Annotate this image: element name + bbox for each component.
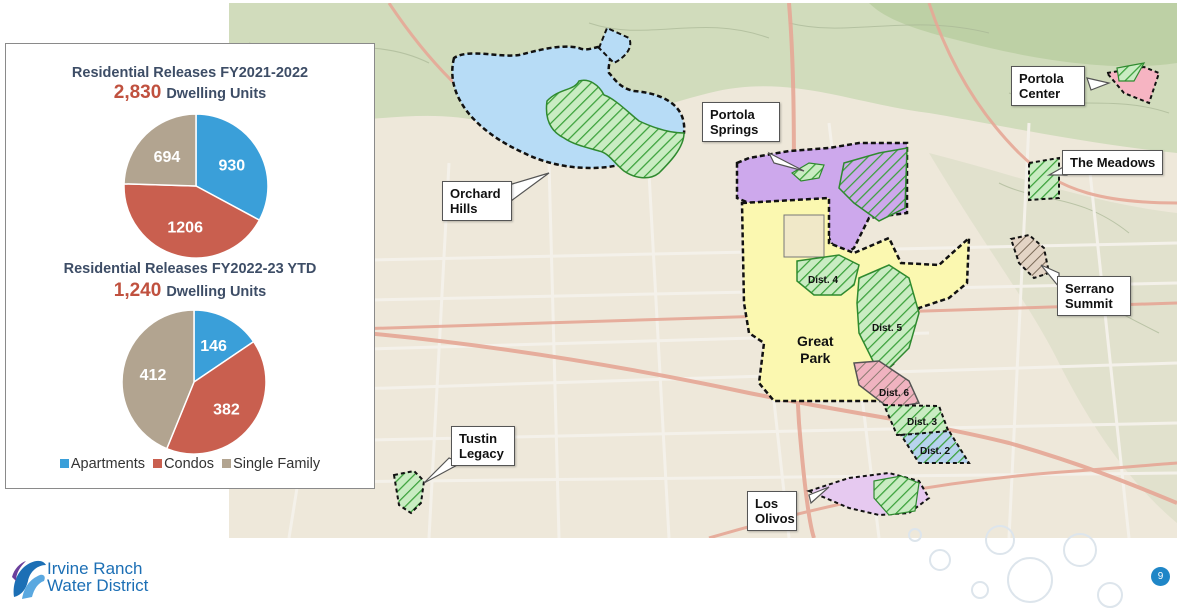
chart2-total-label: Dwelling Units xyxy=(166,284,267,300)
legend-swatch-apartments xyxy=(59,459,69,468)
pie2-label-condos: 382 xyxy=(213,401,240,418)
pie2-label-single-family: 412 xyxy=(140,367,167,384)
dist5-label: Dist. 5 xyxy=(872,323,903,334)
pie2-slice-apartments xyxy=(193,309,255,384)
callout-portola-center: Portola Center xyxy=(1011,66,1085,106)
pie2-slice-single-family xyxy=(121,309,195,450)
dist6-label: Dist. 6 xyxy=(879,388,910,399)
legend-swatch-condos xyxy=(153,459,163,468)
chart2-total-number: 1,240 xyxy=(113,280,162,301)
legend-condos: Condos xyxy=(153,456,214,472)
callout-the-meadows: The Meadows xyxy=(1062,150,1164,175)
callout-serrano-summit: Serrano Summit xyxy=(1057,276,1131,316)
irwd-logo-icon xyxy=(12,560,47,599)
page-number-badge: 9 xyxy=(1151,567,1170,586)
legend-single-family: Single Family xyxy=(222,456,320,472)
legend-apartments: Apartments xyxy=(59,456,146,472)
chart1-total-label: Dwelling Units xyxy=(166,86,267,102)
great-park-label: Great Park xyxy=(797,333,834,366)
pie-chart-fy2022-23: 146 382 412 xyxy=(121,309,267,455)
pie1-slice-condos xyxy=(123,183,261,259)
legend-swatch-single-family xyxy=(222,459,232,468)
callout-los-olivos: Los Olivos xyxy=(747,491,797,531)
pie1-label-apartments: 930 xyxy=(219,158,246,175)
chart1-total-number: 2,830 xyxy=(113,82,162,103)
logo-line2: Water District xyxy=(47,576,149,595)
chart2-title: Residential Releases FY2022-23 YTD xyxy=(63,261,317,277)
pie-chart-fy2021-2022: 930 1206 694 xyxy=(123,113,269,259)
irwd-logo-text: Irvine Ranch Water District xyxy=(47,560,148,594)
legend-label-single-family: Single Family xyxy=(233,456,321,472)
chart-legend: Apartments Condos Single Family xyxy=(6,456,374,472)
pie1-slice-apartments xyxy=(195,113,269,222)
logo-line1: Irvine Ranch xyxy=(47,559,143,578)
pie1-label-single-family: 694 xyxy=(154,149,181,166)
legend-label-apartments: Apartments xyxy=(70,456,146,472)
pie2-slice-condos xyxy=(165,340,267,455)
bubbles-decoration xyxy=(908,525,1123,608)
pie1-slice-single-family xyxy=(123,113,197,187)
callout-portola-springs: Portola Springs xyxy=(702,102,780,142)
callout-orchard-hills: Orchard Hills xyxy=(442,181,512,221)
callout-tustin-legacy: Tustin Legacy xyxy=(451,426,515,466)
dist2-label: Dist. 2 xyxy=(920,446,951,457)
pie2-label-apartments: 146 xyxy=(200,338,227,355)
pie1-label-condos: 1206 xyxy=(167,219,203,236)
chart1-title: Residential Releases FY2021-2022 xyxy=(71,65,309,81)
legend-label-condos: Condos xyxy=(164,456,215,472)
dist4-label: Dist. 4 xyxy=(808,275,839,286)
dist3-label: Dist. 3 xyxy=(907,417,938,428)
